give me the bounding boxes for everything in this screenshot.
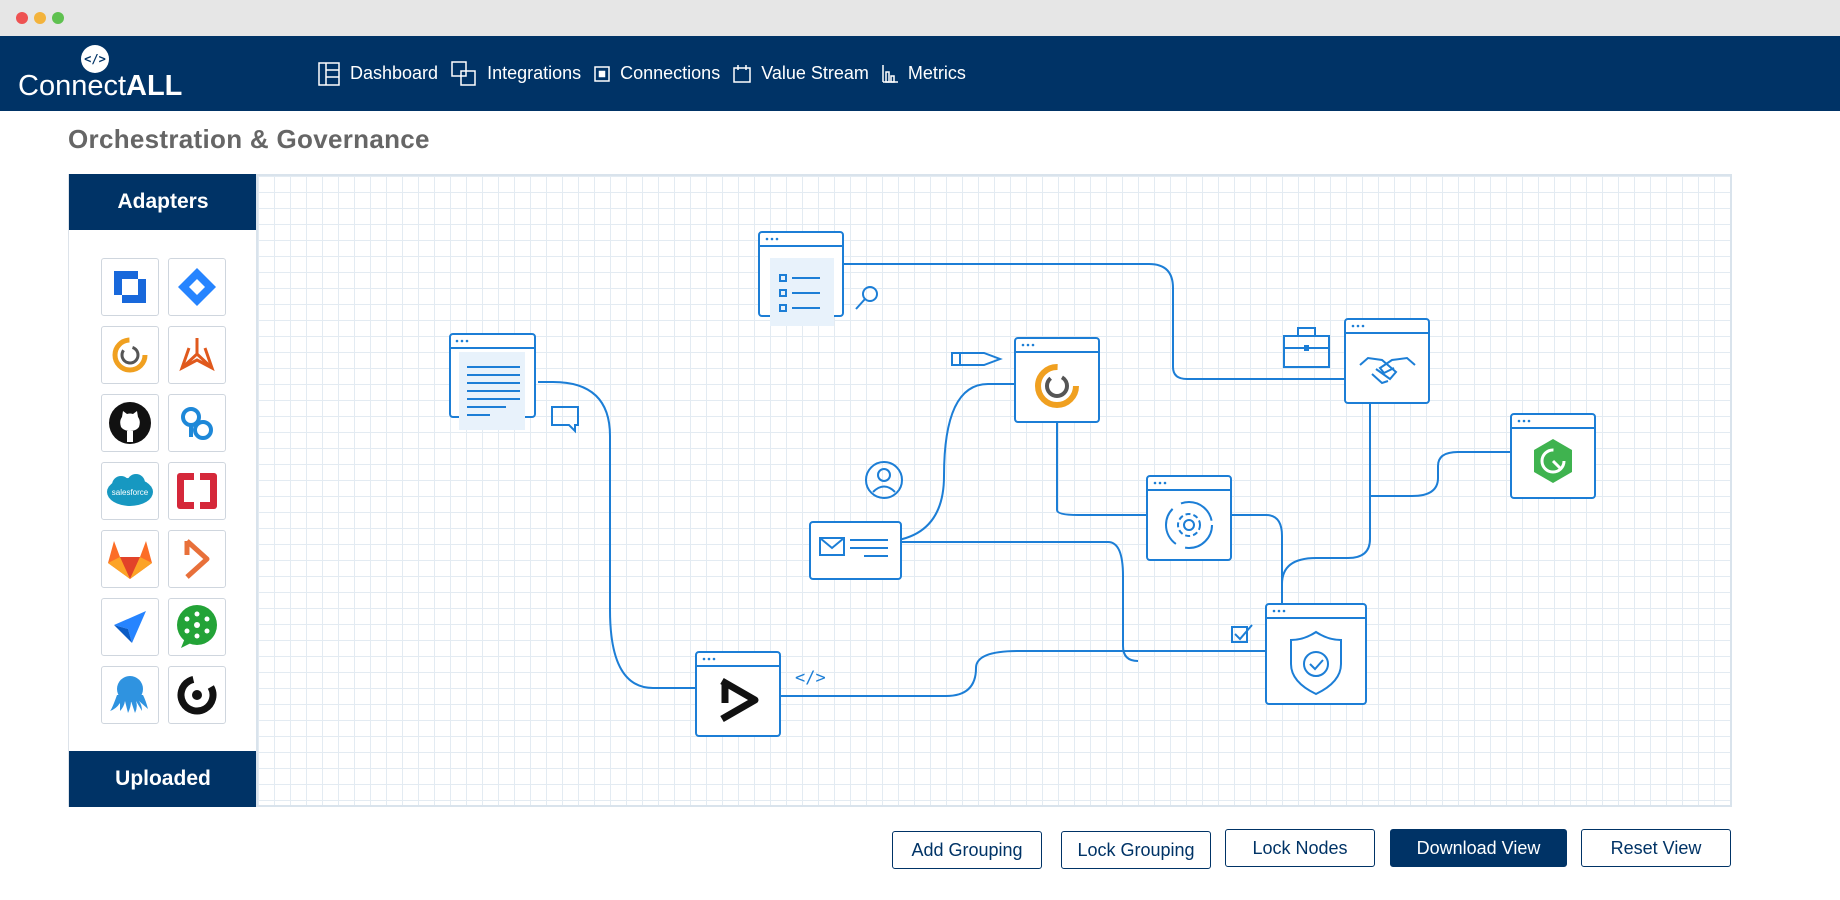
document-node[interactable] [449,333,536,430]
close-window-button[interactable] [16,12,28,24]
comment-icon [551,406,579,434]
search-icon [855,286,878,310]
adapter-grid: salesforce [101,258,227,724]
handshake-icon [1359,356,1416,385]
github-icon [109,402,151,444]
nav-dashboard[interactable]: Dashboard [318,61,439,86]
nav-label: Connections [620,63,721,83]
adapter-tile-openshift[interactable] [168,462,226,520]
nav-connections[interactable]: Connections [594,63,720,84]
adapter-tile-bitbucket-pipelines[interactable] [168,530,226,588]
nav-label: Metrics [907,63,966,83]
integrations-icon [451,60,476,86]
document-icon [467,366,520,416]
page-title: Orchestration & Governance [68,124,430,154]
azure-icon [114,611,146,643]
adapter-tile-codefresh[interactable] [168,394,226,452]
salesforce-logo-text: salesforce [112,488,149,497]
adapter-tile-jira-align[interactable] [101,258,159,316]
salesforce-icon: salesforce [107,474,153,506]
gear-cycle-icon [1165,501,1213,549]
jira-icon [178,268,216,306]
connector-lines [538,263,1511,697]
adapter-tile-salesforce[interactable]: salesforce [101,462,159,520]
logo-wordmark: ConnectALL [18,70,183,102]
lock-grouping-button[interactable]: Lock Grouping [1061,831,1211,869]
adapter-tile-cucumber[interactable] [168,598,226,656]
checkbox-icon [1231,624,1253,643]
green-sync-icon [1534,439,1572,483]
play-logo-icon [720,677,759,723]
workflow-diagram: .w { fill:#ffffff; stroke:#1c7ed6; strok… [449,231,1596,737]
adapters-panel: Adapters salesforce [68,174,257,807]
jira-align-icon [114,271,146,303]
adapter-tile-circleci[interactable] [168,666,226,724]
nav-label: Integrations [487,63,582,83]
openshift-icon [177,473,217,509]
pipeline-node[interactable] [695,651,781,737]
nav-value-stream[interactable]: Value Stream [733,63,869,84]
top-navigation-bar: </> ConnectALL Dashboard Integrations Co… [0,36,1840,111]
briefcase-icon [1283,327,1330,368]
adapter-tile-github[interactable] [101,394,159,452]
uploaded-section-header[interactable]: Uploaded [69,751,257,807]
nav-label: Value Stream [761,63,869,83]
adapter-tile-gitlab[interactable] [101,530,159,588]
dashboard-icon [318,61,340,86]
bitbucket-pipelines-icon [184,539,210,579]
codefresh-icon [181,407,213,440]
connectall-node[interactable] [1014,337,1100,423]
nav-metrics[interactable]: Metrics [882,63,966,84]
value-stream-icon [733,64,751,83]
shield-node[interactable] [1265,603,1367,705]
email-icon [819,537,888,557]
main-nav: Dashboard Integrations Connections Value… [318,36,979,111]
shield-check-icon [1290,630,1342,696]
add-grouping-button[interactable]: Add Grouping [892,831,1042,869]
circleci-icon [177,675,217,715]
metrics-icon [882,64,898,83]
orchestration-canvas[interactable]: .w { fill:#ffffff; stroke:#1c7ed6; strok… [256,174,1732,807]
hub-icon [179,338,215,372]
cucumber-icon [177,605,217,648]
checklist-icon [779,274,820,312]
green-sync-node[interactable] [1510,413,1596,499]
logo-mark-icon: </> [81,45,109,73]
lock-nodes-button[interactable]: Lock Nodes [1225,829,1375,867]
connectall-logo[interactable]: </> ConnectALL [18,42,182,106]
adapter-tile-azure[interactable] [101,598,159,656]
connections-icon [594,65,610,82]
connectall-icon [112,337,148,373]
nav-label: Dashboard [350,63,439,83]
nav-integrations[interactable]: Integrations [451,60,582,87]
adapters-header[interactable]: Adapters [69,174,257,230]
download-view-button[interactable]: Download View [1390,829,1567,867]
handshake-node[interactable] [1344,318,1430,404]
adapter-tile-jira[interactable] [168,258,226,316]
maximize-window-button[interactable] [52,12,64,24]
gitlab-icon [108,541,152,579]
task-list-node[interactable] [758,231,844,326]
minimize-window-button[interactable] [34,12,46,24]
adapter-tile-connectall[interactable] [101,326,159,384]
adapter-tile-octopus[interactable] [101,666,159,724]
octopus-icon [110,676,148,713]
connectall-icon [1035,364,1079,408]
window-titlebar [0,0,1840,36]
code-tag-label: </> [795,668,826,688]
process-node[interactable] [1146,475,1232,561]
reset-view-button[interactable]: Reset View [1581,829,1731,867]
pencil-icon [951,352,1003,366]
adapter-tile-hub[interactable] [168,326,226,384]
user-icon [865,461,903,499]
email-node[interactable] [809,521,902,580]
